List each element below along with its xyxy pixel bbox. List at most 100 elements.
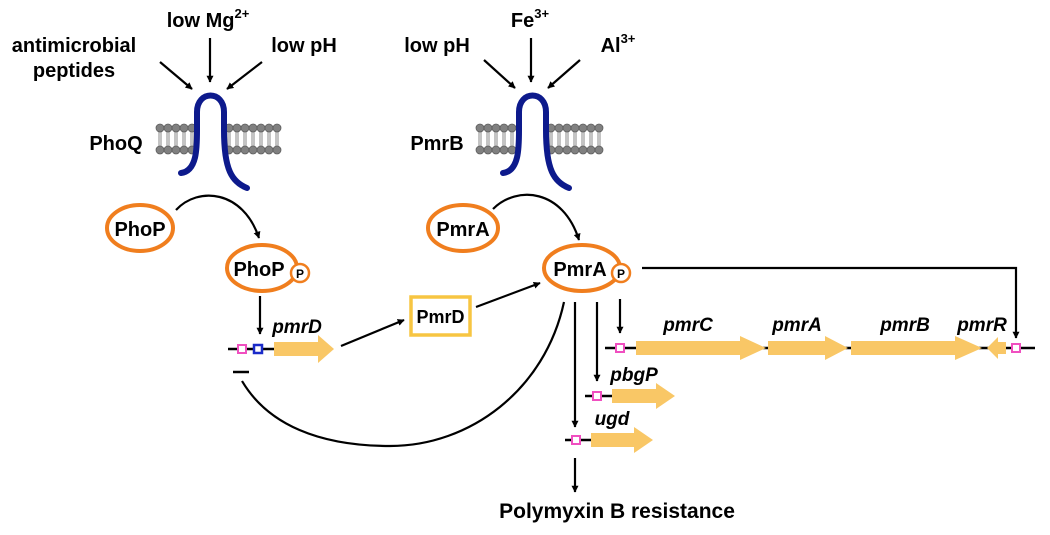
signal-low-ph-phoq: low pH <box>271 35 337 57</box>
lipid-head <box>179 145 189 155</box>
lipid-head <box>483 123 493 133</box>
lipid-head <box>475 145 485 155</box>
signal-low-mg-text: low Mg <box>167 10 235 32</box>
signal-fe-text: Fe <box>511 10 534 32</box>
lipid-tail <box>478 132 482 146</box>
lipid-tail <box>581 132 585 146</box>
lipid-head <box>507 123 517 133</box>
signal-low-mg: low Mg2+ <box>167 6 250 32</box>
lipid-head <box>562 145 572 155</box>
lipid-head <box>171 145 181 155</box>
lipid-head <box>578 123 588 133</box>
lipid-tail <box>267 132 271 146</box>
lipid-head <box>232 123 242 133</box>
lipid-head <box>586 123 596 133</box>
arrow-pmrd-gene-to-protein <box>340 318 405 348</box>
lipid-head <box>163 123 173 133</box>
arrow-pmra-to-pmrr <box>642 266 1020 339</box>
pmrr-promoter <box>1011 343 1021 353</box>
lipid-tail <box>251 132 255 146</box>
pmrc-gene-arrow <box>636 336 766 360</box>
arrow-ph-to-pmrb <box>483 59 516 89</box>
phop-phosphate <box>289 262 311 284</box>
phop-label: PhoP <box>114 219 165 241</box>
lipid-tail <box>243 132 247 146</box>
lipid-head <box>256 145 266 155</box>
lipid-head <box>272 123 282 133</box>
arrow-al-to-pmrb <box>547 59 581 89</box>
pmrd-protein-box <box>409 295 472 337</box>
lipid-head <box>232 145 242 155</box>
lipid-head <box>507 145 517 155</box>
pbgp-promoter <box>592 391 602 401</box>
lipid-head <box>570 145 580 155</box>
pmra-repression-curve <box>241 301 566 448</box>
membrane-bilayer-phoq <box>155 123 282 155</box>
lipid-head <box>240 145 250 155</box>
lipid-tail <box>235 132 239 146</box>
lipid-head <box>554 123 564 133</box>
lipid-tail <box>502 132 506 146</box>
pmrc-gene-label: pmrC <box>662 315 713 336</box>
phop-protein <box>105 203 175 253</box>
arrow-pmra-phosphorylation <box>492 193 581 241</box>
pmrd-protein-label: PmrD <box>416 307 464 327</box>
lipid-head <box>499 145 509 155</box>
lipid-tail <box>510 132 514 146</box>
lipid-head <box>272 145 282 155</box>
lipid-head <box>499 123 509 133</box>
phop-p-label: PhoP <box>233 259 284 281</box>
ugd-gene-arrow <box>591 427 653 453</box>
lipid-head <box>240 123 250 133</box>
signal-al-text: Al <box>601 35 621 57</box>
lipid-head <box>586 145 596 155</box>
pmrb-gene-arrow <box>851 336 982 360</box>
lipid-head <box>264 123 274 133</box>
lipid-head <box>594 123 604 133</box>
lipid-head <box>483 145 493 155</box>
lipid-tail <box>494 132 498 146</box>
pmrr-gene-label: pmrR <box>956 315 1007 336</box>
pmrb-label: PmrB <box>410 133 463 155</box>
lipid-tail <box>549 132 553 146</box>
lipid-tail <box>182 132 186 146</box>
pmrr-gene-arrow <box>987 337 1006 359</box>
membrane-bilayer-pmrb <box>475 123 604 155</box>
lipid-head <box>491 145 501 155</box>
signal-al: Al3+ <box>601 31 636 57</box>
lipid-head <box>155 145 165 155</box>
lipid-tail <box>190 132 194 146</box>
lipid-head <box>248 145 258 155</box>
lipid-head <box>248 123 258 133</box>
lipid-head <box>264 145 274 155</box>
signal-antimicrobial: antimicrobial <box>12 35 136 57</box>
lipid-tail <box>227 132 231 146</box>
arrow-pmrd-to-pmra <box>475 281 541 309</box>
pbgp-gene-arrow <box>612 383 675 409</box>
ugd-gene-label: ugd <box>595 409 630 430</box>
lipid-head <box>562 123 572 133</box>
pmrcab-promoter <box>615 343 625 353</box>
signal-fe-charge: 3+ <box>534 6 549 21</box>
lipid-tail <box>166 132 170 146</box>
lipid-tail <box>573 132 577 146</box>
pmra-phosphate <box>610 262 632 284</box>
ugd-promoter <box>571 435 581 445</box>
pbgp-gene-label: pbgP <box>609 365 658 386</box>
lipid-tail <box>174 132 178 146</box>
pmra-gene-label: pmrA <box>771 315 822 336</box>
lipid-head <box>163 145 173 155</box>
pmrd-promoter-blue <box>252 343 264 355</box>
pmrd-gene-label: pmrD <box>271 317 322 338</box>
arrow-peptides-to-phoq <box>159 61 193 90</box>
pmra-phosphate-label: P <box>617 267 625 281</box>
lipid-head <box>570 123 580 133</box>
lipid-head <box>554 145 564 155</box>
phoq-label: PhoQ <box>89 133 142 155</box>
lipid-tail <box>597 132 601 146</box>
pmra-gene-arrow <box>768 336 848 360</box>
lipid-tail <box>275 132 279 146</box>
lipid-head <box>491 123 501 133</box>
lipid-tail <box>589 132 593 146</box>
pmra-p-label: PmrA <box>553 259 606 281</box>
